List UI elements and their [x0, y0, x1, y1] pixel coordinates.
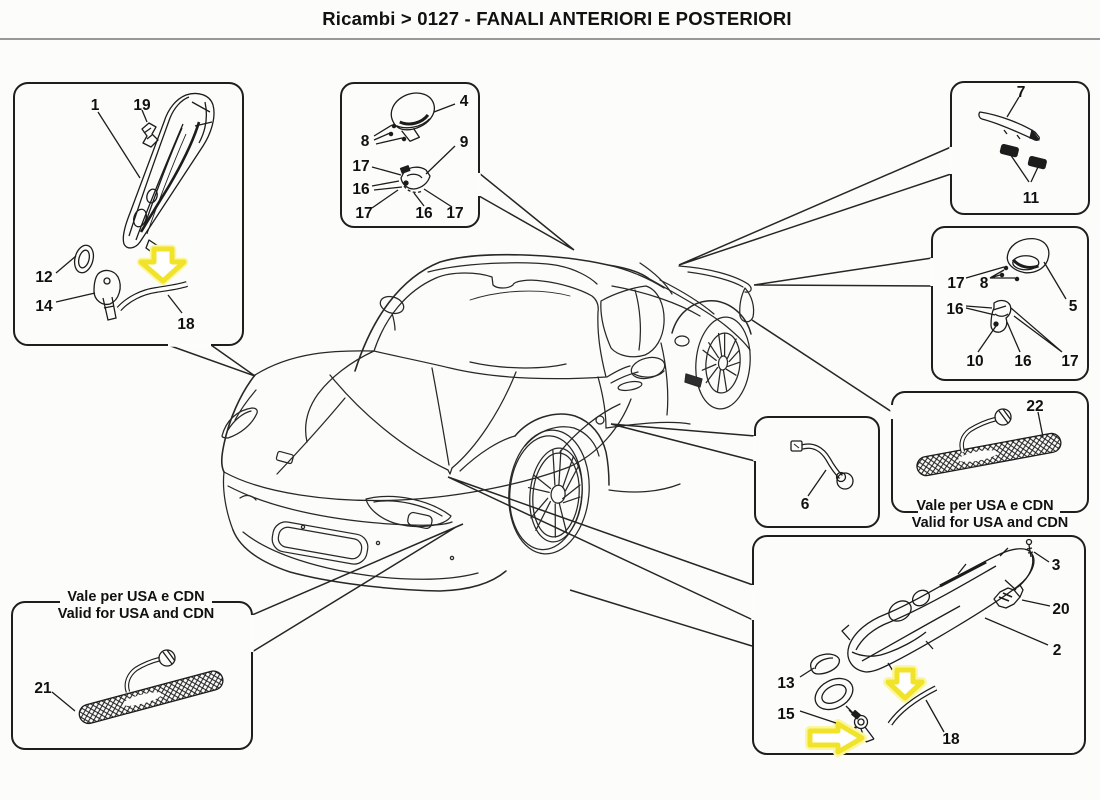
svg-text:6: 6 [801, 496, 810, 513]
svg-text:Vale per USA e CDN: Vale per USA e CDN [916, 498, 1053, 514]
svg-text:22: 22 [1026, 398, 1043, 415]
svg-text:21: 21 [34, 680, 52, 697]
svg-text:17: 17 [947, 275, 964, 292]
svg-text:17: 17 [446, 205, 463, 222]
svg-text:16: 16 [946, 301, 964, 318]
svg-text:14: 14 [35, 298, 53, 315]
svg-text:18: 18 [177, 316, 195, 333]
svg-text:11: 11 [1023, 190, 1040, 207]
svg-text:17: 17 [355, 205, 372, 222]
svg-text:1: 1 [91, 97, 100, 114]
svg-text:10: 10 [966, 353, 983, 370]
svg-text:Vale per USA e CDN: Vale per USA e CDN [67, 589, 204, 605]
svg-text:20: 20 [1052, 601, 1069, 618]
svg-text:17: 17 [1061, 353, 1078, 370]
svg-text:Valid for USA and CDN: Valid for USA and CDN [912, 515, 1069, 531]
svg-text:4: 4 [460, 93, 469, 110]
svg-text:16: 16 [352, 181, 370, 198]
svg-text:15: 15 [777, 706, 795, 723]
svg-text:5: 5 [1069, 298, 1078, 315]
svg-text:19: 19 [133, 97, 151, 114]
svg-text:Ricambi > 0127 - FANALI ANTERI: Ricambi > 0127 - FANALI ANTERIORI E POST… [322, 8, 792, 29]
svg-text:9: 9 [460, 134, 469, 151]
svg-text:16: 16 [1014, 353, 1032, 370]
svg-text:8: 8 [361, 133, 370, 150]
svg-text:8: 8 [980, 275, 989, 292]
svg-text:12: 12 [35, 269, 52, 286]
svg-text:17: 17 [352, 158, 369, 175]
svg-text:3: 3 [1052, 557, 1061, 574]
svg-text:13: 13 [777, 675, 795, 692]
svg-text:2: 2 [1053, 642, 1062, 659]
svg-text:Valid for USA and CDN: Valid for USA and CDN [58, 606, 215, 622]
svg-text:18: 18 [942, 731, 960, 748]
svg-text:16: 16 [415, 205, 433, 222]
svg-text:7: 7 [1017, 84, 1026, 101]
